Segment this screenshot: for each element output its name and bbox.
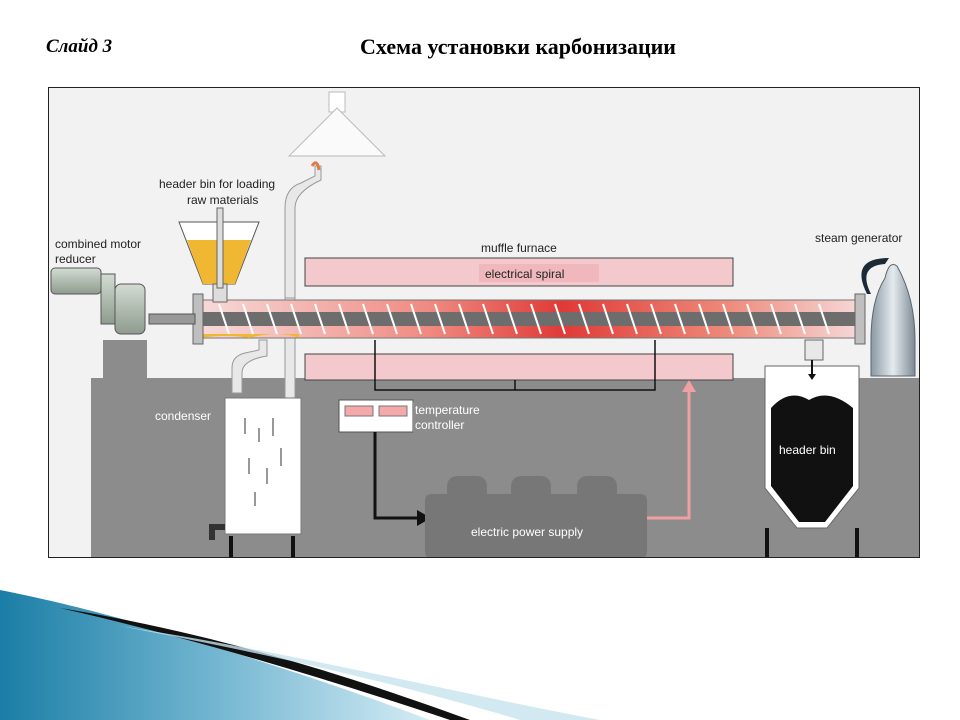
- temp-label-line2: controller: [415, 418, 464, 432]
- condenser-label: condenser: [155, 409, 211, 423]
- motor-label-line2: reducer: [55, 252, 96, 266]
- muffle-furnace: electrical spiral muffle furnace: [304, 241, 734, 381]
- temp-label-line1: temperature: [415, 403, 480, 417]
- condenser-pipe-left: [231, 339, 268, 394]
- loading-hopper: header bin for loading raw materials: [159, 177, 275, 303]
- hopper-label-line2: raw materials: [187, 193, 258, 207]
- slide-title: Схема установки карбонизации: [360, 34, 676, 59]
- header-bin: header bin: [764, 339, 860, 557]
- electric-power-supply: electric power supply: [425, 380, 696, 557]
- screw-conveyor: [148, 293, 866, 345]
- motor-pedestal: [103, 340, 147, 380]
- steam-generator-label: steam generator: [815, 231, 902, 245]
- combined-motor-reducer: combined motor reducer: [50, 237, 146, 335]
- condenser: condenser: [149, 397, 302, 557]
- decorative-wave: [0, 590, 600, 720]
- slide-number: Слайд 3: [46, 36, 113, 57]
- power-supply-label: electric power supply: [471, 525, 583, 539]
- muffle-furnace-label: muffle furnace: [481, 241, 557, 255]
- steam-generator: steam generator: [815, 231, 916, 377]
- motor-label-line1: combined motor: [55, 237, 141, 251]
- header-bin-label: header bin: [779, 443, 836, 457]
- hopper-label-line1: header bin for loading: [159, 177, 275, 191]
- electrical-spiral-label: electrical spiral: [485, 267, 564, 281]
- temperature-controller: temperature controller: [338, 340, 656, 526]
- carbonization-diagram: condenser electrical spiral muffle furna…: [48, 87, 920, 558]
- exhaust-hood: [287, 91, 387, 157]
